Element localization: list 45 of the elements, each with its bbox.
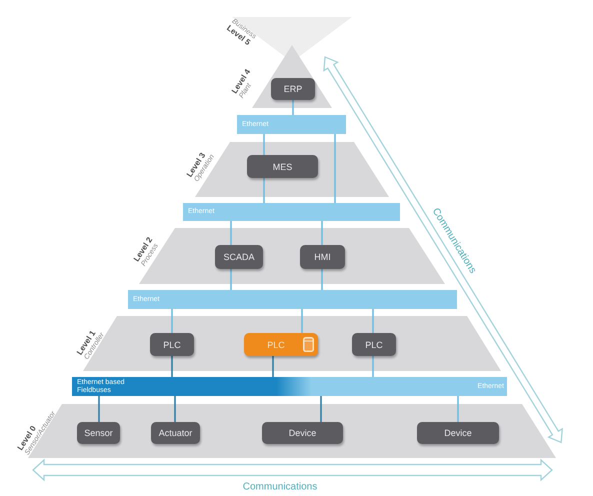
component-label: Device [288, 428, 316, 438]
component-label: PLC [267, 340, 285, 350]
connector-line [372, 356, 374, 377]
connector-line [321, 269, 323, 290]
component-box [352, 333, 396, 356]
component-box [300, 245, 345, 269]
connector-line [321, 221, 323, 245]
connector-line [171, 309, 173, 333]
component-box [247, 155, 318, 178]
component-label: Sensor [84, 428, 113, 438]
component-label: PLC [163, 340, 181, 350]
connector-line [174, 396, 176, 422]
component-label: Device [444, 428, 472, 438]
connector-line [372, 309, 374, 333]
connector-line [272, 356, 274, 377]
component-label: SCADA [223, 252, 254, 262]
connector-line [230, 269, 232, 290]
network-bus [72, 377, 507, 396]
network-bus [237, 115, 346, 134]
connector-line [320, 396, 322, 422]
connector-line [171, 356, 173, 377]
component-label: MES [272, 162, 292, 172]
component-box [77, 422, 120, 444]
component-box [150, 333, 194, 356]
component-label: HMI [314, 252, 331, 262]
component-box [417, 422, 499, 444]
component-label: ERP [284, 84, 302, 94]
arrow-label: Communications [242, 482, 318, 492]
component-box [151, 422, 200, 444]
network-bus [128, 290, 457, 309]
connector-line [457, 396, 459, 422]
component-box [271, 78, 315, 100]
connector-line [334, 134, 336, 203]
component-label: PLC [365, 340, 383, 350]
connector-line [230, 221, 232, 245]
component-box [262, 422, 343, 444]
connector-line [263, 178, 265, 203]
highlighted-component-box [244, 333, 318, 356]
connector-line [98, 396, 100, 422]
component-box [215, 245, 263, 269]
connector-line [301, 309, 303, 333]
component-label: Actuator [158, 428, 192, 438]
connector-line [263, 134, 265, 155]
network-bus [183, 203, 400, 221]
connector-line [292, 100, 294, 115]
